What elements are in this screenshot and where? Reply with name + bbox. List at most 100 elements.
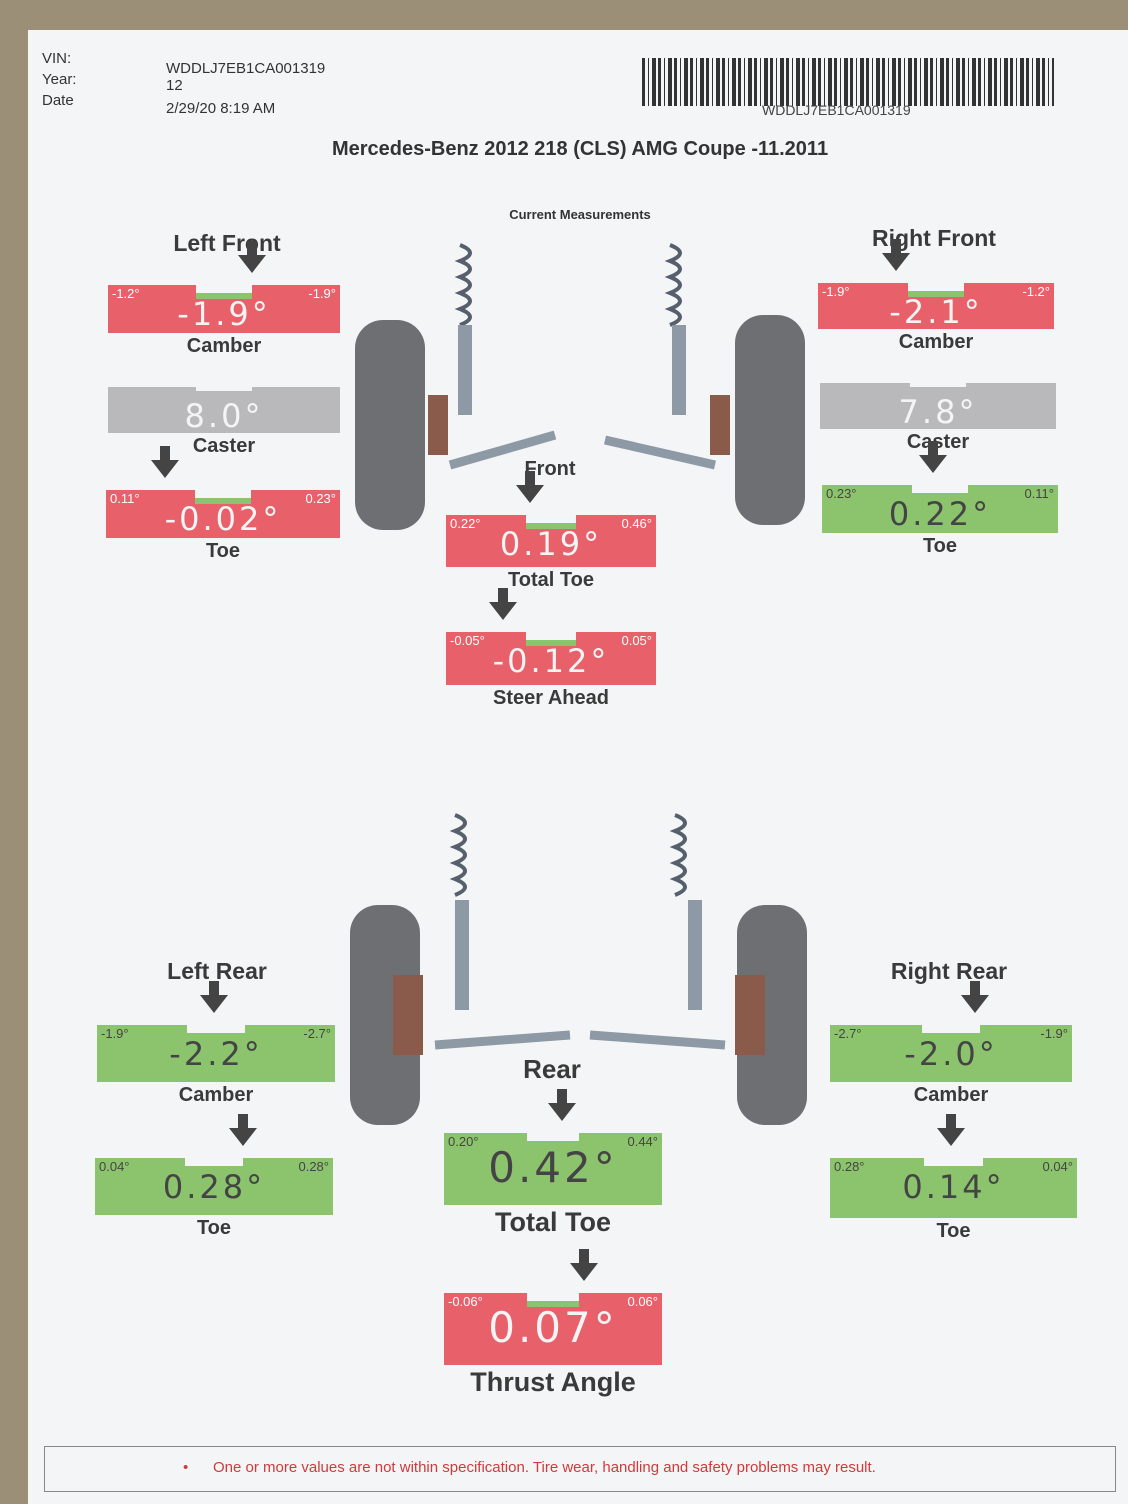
rr-camber-bar-left — [830, 1025, 922, 1039]
front-suspension-illustration — [355, 243, 805, 530]
rf-camber-gauge: -1.9°-1.2°-2.1°Camber — [818, 239, 1054, 353]
rear-total-toe-pointer-arrow-icon — [547, 1089, 576, 1121]
rear-total-toe-label: Total Toe — [495, 1207, 611, 1237]
lr-toe-bar-left — [95, 1158, 186, 1172]
rf-toe-value: 0.22° — [888, 495, 992, 533]
rf-toe-bar-right — [968, 485, 1058, 499]
lf-caster-center — [196, 391, 252, 401]
rf-camber-min: -1.9° — [822, 284, 850, 299]
thrust-angle-bar — [444, 1307, 662, 1365]
steer-ahead-bar-right — [576, 632, 656, 646]
lf-toe-gauge: 0.11°0.23°-0.02°Toe — [106, 446, 340, 562]
rf-caster-bar-left — [820, 383, 910, 397]
lf-toe-label: Toe — [205, 540, 241, 562]
warning-text: One or more values are not within specif… — [213, 1459, 876, 1476]
lr-toe-spec-window — [185, 1166, 243, 1172]
rf-camber-bar-left — [818, 283, 908, 297]
lf-toe-spec-window — [194, 498, 252, 504]
date-value: 2/29/20 8:19 AM — [166, 100, 276, 117]
left-front-heading: Left Front — [173, 230, 281, 256]
front-total-toe-label: Total Toe — [508, 569, 594, 591]
steer-ahead-label: Steer Ahead — [493, 687, 609, 709]
rr-toe-gauge: 0.28°0.04°0.14°Toe — [830, 1114, 1077, 1242]
lf-camber-gauge: -1.2°-1.9°-1.9°Camber — [108, 241, 340, 357]
steer-ahead-bar-left — [446, 632, 526, 646]
barcode-text: WDDLJ7EB1CA001319 — [762, 102, 911, 118]
rf-toe-max: 0.11° — [1024, 486, 1054, 501]
rr-camber-bar — [830, 1039, 1072, 1082]
rf-camber-value: -2.1° — [889, 293, 983, 331]
right-front-heading: Right Front — [872, 225, 996, 251]
steer-ahead-min: -0.05° — [450, 633, 485, 648]
year-value: 12 — [166, 77, 183, 94]
rf-camber-label: Camber — [898, 331, 974, 353]
front-total-toe-value: 0.19° — [499, 525, 603, 563]
lr-camber-max: -2.7° — [303, 1026, 331, 1041]
lf-camber-min: -1.2° — [112, 286, 140, 301]
date-label: Date — [42, 92, 74, 109]
vin-barcode — [642, 58, 1054, 106]
front-total-toe-bar — [446, 529, 656, 567]
lf-toe-pointer-arrow-icon — [150, 446, 179, 478]
front-total-toe-min: 0.22° — [450, 516, 481, 531]
lf-camber-bar-right — [251, 285, 340, 299]
rr-toe-min: 0.28° — [834, 1159, 865, 1174]
lf-toe-bar-right — [251, 490, 340, 504]
right-rear-heading: Right Rear — [890, 958, 1008, 984]
rr-camber-pointer-arrow-icon — [961, 981, 990, 1013]
lf-caster-value: 8.0° — [184, 397, 264, 435]
rf-caster-label: Caster — [906, 431, 970, 453]
vehicle-title: Mercedes-Benz 2012 218 (CLS) AMG Coupe -… — [331, 138, 829, 160]
rr-camber-gauge: -2.7°-1.9°-2.0°Camber — [830, 981, 1072, 1106]
steer-ahead-value: -0.12° — [492, 642, 610, 680]
rear-suspension-illustration — [350, 813, 807, 1125]
thrust-angle-min: -0.06° — [448, 1294, 483, 1309]
thrust-angle-spec-window — [526, 1301, 580, 1307]
lf-camber-max: -1.9° — [308, 286, 336, 301]
lr-camber-gauge: -1.9° -2.7° -2.2° Camber — [97, 981, 335, 1106]
thrust-angle-bar-right — [579, 1293, 662, 1307]
front-total-toe-pointer-arrow-icon — [516, 471, 544, 503]
lf-caster-label: Caster — [192, 435, 256, 457]
rear-total-toe-min: 0.20° — [448, 1134, 479, 1149]
rr-toe-pointer-arrow-icon — [937, 1114, 966, 1146]
thrust-angle-max: 0.06° — [627, 1294, 658, 1309]
lf-toe-bar — [106, 504, 340, 538]
lf-camber-spec-window — [196, 293, 252, 299]
lf-toe-max: 0.23° — [305, 491, 336, 506]
rf-toe-pointer-arrow-icon — [918, 441, 947, 473]
rear-total-toe-value: 0.42° — [488, 1143, 618, 1192]
lf-camber-value: -1.9° — [177, 295, 271, 333]
rf-camber-spec-window — [907, 291, 965, 297]
lf-caster-gauge: 8.0°Caster — [108, 387, 340, 457]
lr-toe-min: 0.04° — [99, 1159, 130, 1174]
rf-toe-min: 0.23° — [826, 486, 857, 501]
steer-ahead-gauge: -0.05°0.05°-0.12°Steer Ahead — [446, 588, 656, 709]
steer-ahead-spec-window — [525, 640, 577, 646]
rf-toe-bar — [822, 499, 1058, 533]
rf-toe-label: Toe — [922, 535, 958, 557]
warning-footer: • One or more values are not within spec… — [44, 1446, 1116, 1492]
lr-camber-value: -2.2° — [169, 1035, 263, 1073]
rr-toe-spec-window — [923, 1166, 984, 1172]
thrust-angle-bar-left — [444, 1293, 527, 1307]
lf-camber-bar-left — [108, 285, 197, 299]
thrust-angle-pointer-arrow-icon — [569, 1249, 598, 1281]
lf-toe-bar-left — [106, 490, 195, 504]
front-total-toe-bar-right — [576, 515, 656, 529]
lr-camber-bar-right — [244, 1025, 335, 1039]
rear-total-toe-spec-window — [526, 1141, 580, 1147]
rf-caster-gauge: 7.8°Caster — [820, 383, 1056, 453]
rf-camber-bar-right — [964, 283, 1054, 297]
left-rear-heading: Left Rear — [167, 958, 267, 984]
rr-camber-min: -2.7° — [834, 1026, 862, 1041]
lr-camber-min: -1.9° — [101, 1026, 129, 1041]
lr-camber-bar-left — [97, 1025, 188, 1039]
lr-toe-label: Toe — [196, 1217, 232, 1239]
lf-camber-bar — [108, 299, 340, 333]
lf-camber-label: Camber — [186, 335, 262, 357]
lr-camber-label: Camber — [178, 1084, 254, 1106]
rear-total-toe-bar-left — [444, 1133, 527, 1147]
lr-camber-spec-window — [187, 1033, 245, 1039]
rf-caster-bar — [820, 397, 1056, 429]
